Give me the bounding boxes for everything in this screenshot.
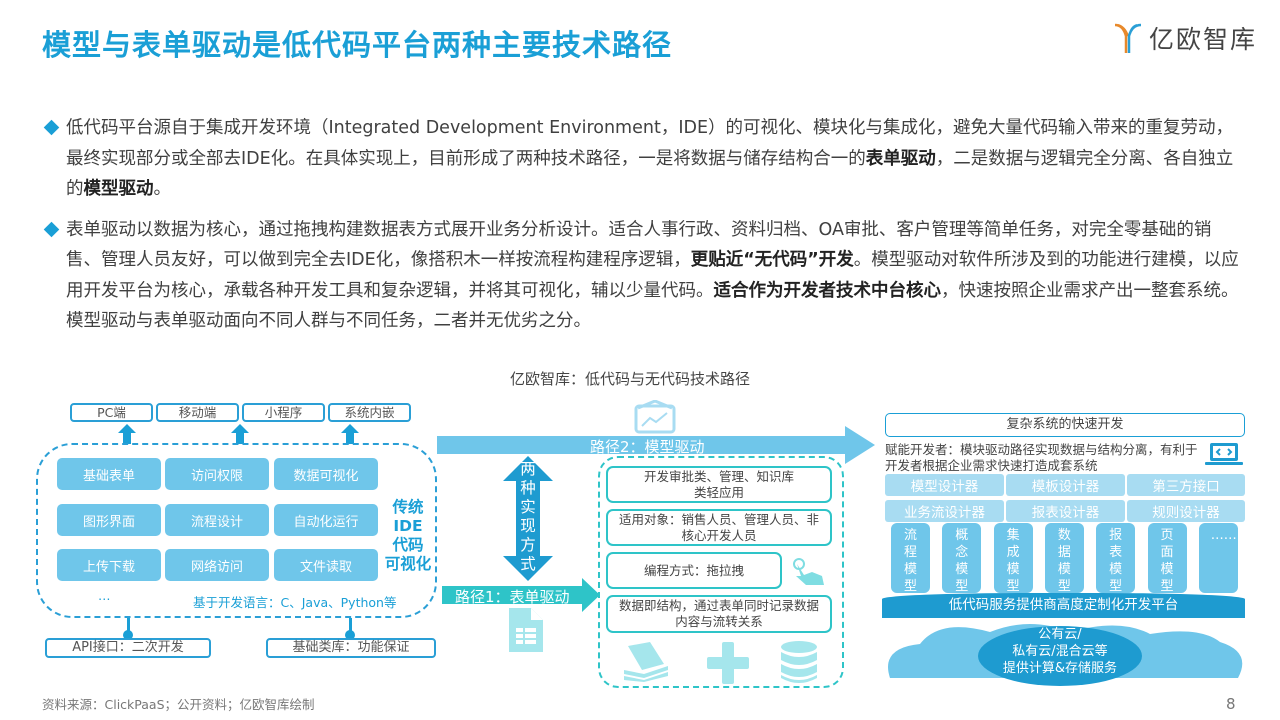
target-pc: PC端 (70, 403, 153, 422)
text: 。 (153, 179, 172, 199)
up-arrow-icon (341, 424, 359, 444)
two-ways-label: 两种实现方式 (517, 460, 539, 574)
page-title: 模型与表单驱动是低代码平台两种主要技术路径 (42, 28, 673, 62)
model-pillar: ……… (1198, 523, 1250, 593)
cloud-line: 提供计算&存储服务 (1002, 661, 1118, 676)
chart-envelope-icon (634, 400, 676, 434)
cloud-line: 私有云/混合云等 (1012, 644, 1108, 659)
up-arrow-icon (231, 424, 249, 444)
bold-text: 模型驱动 (83, 179, 154, 199)
tool: 模板设计器 (1006, 474, 1125, 496)
hand-drag-icon (793, 558, 824, 585)
cloud-label: 公有云/ 私有云/混合云等 提供计算&存储服务 (980, 626, 1140, 677)
source-note: 资料来源：ClickPaaS；公开资料；亿欧智库绘制 (42, 697, 315, 712)
text: ，二是数据与逻辑完全分离、各自独立的 (66, 148, 1234, 200)
module: 访问权限 (165, 458, 269, 490)
model-pillars: 流程模型概念模型集成模型数据模型报表模型页面模型 ……… (891, 523, 1251, 595)
path1-label: 路径1：表单驱动 (455, 588, 570, 606)
text: 表单驱动以数据为核心，通过拖拽构建数据表方式展开业务分析设计。适合人事行政、资料… (66, 219, 1212, 271)
model-pillar: 流程模型 (891, 523, 930, 594)
text: 低代码平台源自于集成开发环境（Integrated Development En… (66, 118, 1234, 169)
model-pillar: 页面模型 (1147, 523, 1187, 594)
tool: 报表设计器 (1006, 500, 1125, 522)
logo-icon (1114, 23, 1142, 53)
complex-system-header: 复杂系统的快速开发 (885, 413, 1245, 437)
bullet-list: 低代码平台源自于集成开发环境（Integrated Development En… (43, 113, 1244, 347)
tool: 模型设计器 (885, 474, 1004, 496)
text: ，快速按照企业需求产出一整套系统。模型驱动与表单驱动面向不同人群与不同任务，二者… (66, 280, 1239, 332)
bullet-2: 表单驱动以数据为核心，通过拖拽构建数据表方式展开业务分析设计。适合人事行政、资料… (43, 215, 1244, 337)
module: 流程设计 (165, 504, 269, 536)
bold-text: 更贴近“无代码”开发 (690, 250, 854, 270)
path2-arrow (437, 426, 875, 464)
connector-dot (345, 630, 355, 640)
languages-note: 基于开发语言：C、Java、Python等 (193, 595, 397, 610)
target-mobile: 移动端 (156, 403, 239, 422)
documents-stack-icon (624, 642, 668, 682)
connector (127, 618, 130, 632)
ide-label: 传统 IDE 代码 可视化 (383, 498, 433, 574)
model-pillar: 概念模型 (942, 523, 982, 594)
module: 数据可视化 (274, 458, 378, 490)
module: 网络访问 (165, 549, 269, 581)
tool: 规则设计器 (1127, 500, 1245, 522)
char: 种 (520, 479, 536, 497)
cloud-icon (888, 624, 1243, 686)
label-line: IDE (393, 517, 423, 535)
api-box: API接口：二次开发 (45, 638, 211, 658)
label-line: 传统 (392, 498, 424, 516)
label-line: 可视化 (384, 555, 432, 573)
ellipsis: … (98, 588, 111, 603)
model-description: 赋能开发者：模块驱动路径实现数据与结构分离，有利于开发者根据企业需求快速打造成套… (885, 442, 1198, 473)
connector (349, 618, 352, 632)
target-embedded: 系统内嵌 (328, 403, 411, 422)
diagram-title: 亿欧智库：低代码与无代码技术路径 (509, 370, 750, 388)
path1-arrow (442, 578, 600, 612)
double-arrow (503, 456, 553, 581)
library-box: 基础类库：功能保证 (266, 638, 436, 658)
bullet-1: 低代码平台源自于集成开发环境（Integrated Development En… (43, 113, 1244, 205)
spreadsheet-file-icon (509, 608, 543, 652)
diamond-icon (43, 221, 60, 237)
bold-text: 表单驱动 (865, 148, 936, 169)
connector-dot (123, 630, 133, 640)
path2-label: 路径2：模型驱动 (590, 438, 705, 456)
char: 实 (520, 498, 536, 516)
form-item: 适用对象：销售人员、管理人员、非核心开发人员 (606, 509, 832, 546)
platform-band: 低代码服务提供商高度定制化开发平台 (882, 593, 1245, 618)
label-line: 代码 (392, 536, 424, 554)
form-driven-container (598, 456, 844, 688)
module: 上传下载 (57, 549, 161, 581)
tool: 第三方接口 (1127, 474, 1245, 496)
text: 。模型驱动对软件所涉及到的功能进行建模，以应用开发平台为核心，承载各种开发工具和… (66, 250, 1239, 301)
module: 文件读取 (274, 549, 378, 581)
plus-icon (707, 642, 749, 684)
laptop-code-icon (1205, 443, 1243, 465)
tool: 业务流设计器 (885, 500, 1004, 522)
logo-text: 亿欧智库 (1149, 25, 1258, 54)
char: 现 (520, 517, 536, 535)
page-number: 8 (1226, 695, 1236, 713)
logo: 亿欧智库 (1113, 20, 1257, 56)
char: 式 (520, 555, 536, 573)
diamond-icon (43, 119, 60, 136)
char: 两 (520, 460, 536, 478)
database-icon (781, 641, 817, 683)
target-miniprogram: 小程序 (242, 403, 325, 422)
up-arrow-icon (118, 424, 136, 444)
form-item: 数据即结构，通过表单同时记录数据内容与流转关系 (606, 595, 832, 633)
cloud-line: 公有云/ (1038, 627, 1082, 642)
form-item: 编程方式：拖拉拽 (606, 552, 782, 589)
module: 自动化运行 (274, 504, 378, 536)
model-pillar: 报表模型 (1096, 523, 1136, 594)
model-pillar: 集成模型 (993, 523, 1033, 594)
form-item: 开发审批类、管理、知识库类轻应用 (606, 466, 832, 503)
char: 方 (520, 536, 536, 554)
ide-container (36, 443, 437, 618)
model-pillar: 数据模型 (1044, 523, 1084, 594)
module: 图形界面 (57, 504, 161, 536)
bold-text: 适合作为开发者技术中台核心 (713, 280, 942, 301)
module: 基础表单 (57, 458, 161, 490)
